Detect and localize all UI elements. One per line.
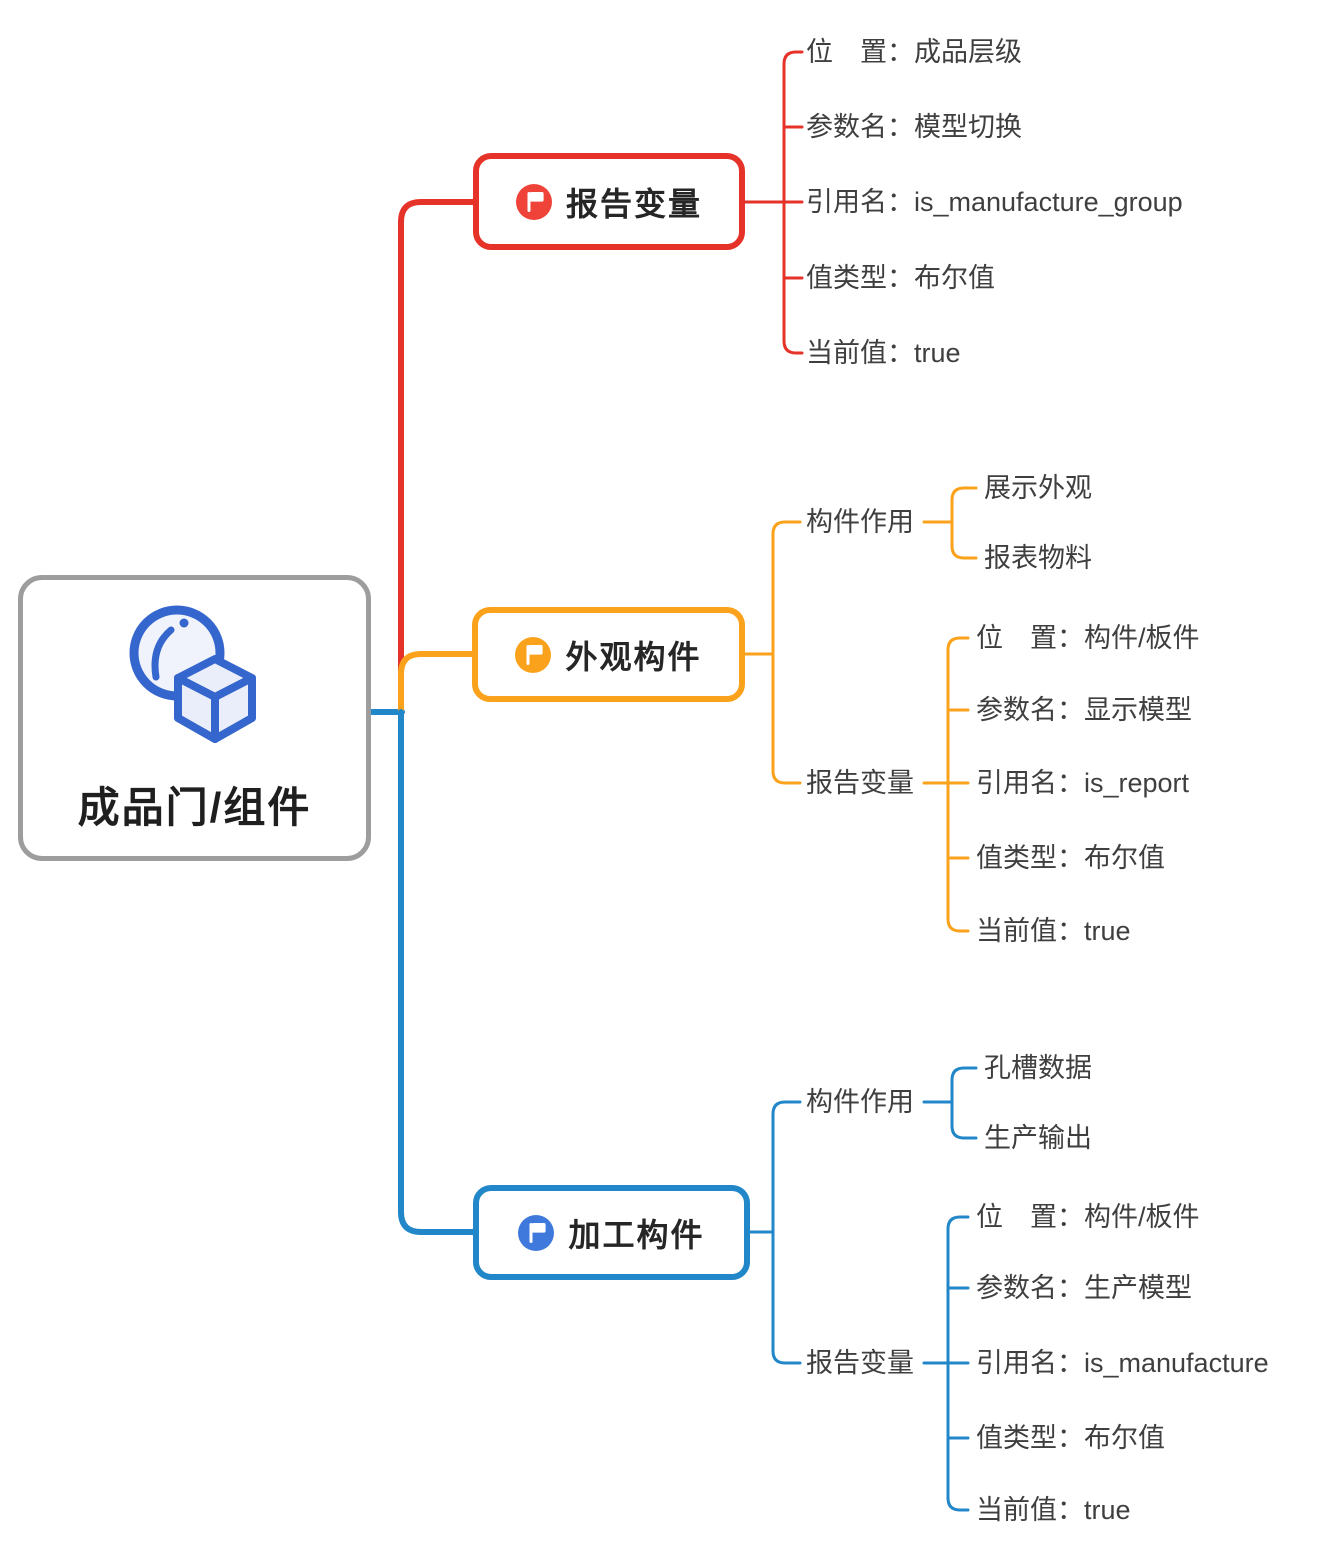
group-label[interactable]: 报告变量 — [806, 768, 914, 798]
flag-icon — [515, 183, 552, 220]
group-label[interactable]: 报告变量 — [806, 1348, 914, 1378]
root-node[interactable]: 成品门/组件 — [18, 575, 371, 861]
trunk-orange — [398, 651, 475, 715]
leaf-item[interactable]: 位 置：构件/板件 — [976, 1202, 1200, 1232]
leaf-item[interactable]: 值类型：布尔值 — [976, 1423, 1165, 1453]
leaf-item[interactable]: 报表物料 — [984, 543, 1092, 573]
leaf-item[interactable]: 引用名：is_manufacture — [976, 1348, 1269, 1378]
branch-label: 报告变量 — [565, 185, 702, 222]
sphere-cube-icon — [120, 601, 270, 756]
leaf-item[interactable]: 当前值：true — [976, 1495, 1131, 1525]
leaf-item[interactable]: 位 置：成品层级 — [806, 37, 1022, 67]
blue-brackets — [748, 1066, 978, 1512]
trunk-blue — [398, 709, 476, 1235]
leaf-item[interactable]: 生产输出 — [984, 1123, 1092, 1153]
flag-icon — [518, 1214, 555, 1251]
red-bracket — [743, 50, 804, 355]
trunk-red — [398, 199, 476, 715]
leaf-item[interactable]: 当前值：true — [976, 916, 1131, 946]
leaf-item[interactable]: 孔槽数据 — [984, 1053, 1092, 1083]
orange-brackets — [743, 486, 978, 933]
leaf-item[interactable]: 位 置：构件/板件 — [976, 623, 1200, 653]
flag-icon — [515, 636, 552, 673]
leaf-item[interactable]: 引用名：is_report — [976, 768, 1190, 798]
branch-label: 外观构件 — [565, 638, 702, 675]
leaf-item[interactable]: 当前值：true — [806, 338, 961, 368]
branch-node-processing-component[interactable]: 加工构件 — [473, 1185, 750, 1280]
leaf-item[interactable]: 引用名：is_manufacture_group — [806, 187, 1183, 217]
group-label[interactable]: 构件作用 — [806, 507, 914, 537]
leaf-item[interactable]: 参数名：显示模型 — [976, 695, 1192, 725]
group-label[interactable]: 构件作用 — [806, 1087, 914, 1117]
leaf-item[interactable]: 值类型：布尔值 — [806, 263, 995, 293]
branch-node-appearance-component[interactable]: 外观构件 — [472, 607, 745, 702]
leaf-item[interactable]: 展示外观 — [984, 473, 1092, 503]
branch-label: 加工构件 — [568, 1216, 705, 1253]
leaf-item[interactable]: 参数名：模型切换 — [806, 112, 1022, 142]
root-label: 成品门/组件 — [77, 784, 312, 831]
branch-node-report-variable[interactable]: 报告变量 — [473, 153, 745, 250]
leaf-item[interactable]: 参数名：生产模型 — [976, 1273, 1192, 1303]
leaf-item[interactable]: 值类型：布尔值 — [976, 843, 1165, 873]
